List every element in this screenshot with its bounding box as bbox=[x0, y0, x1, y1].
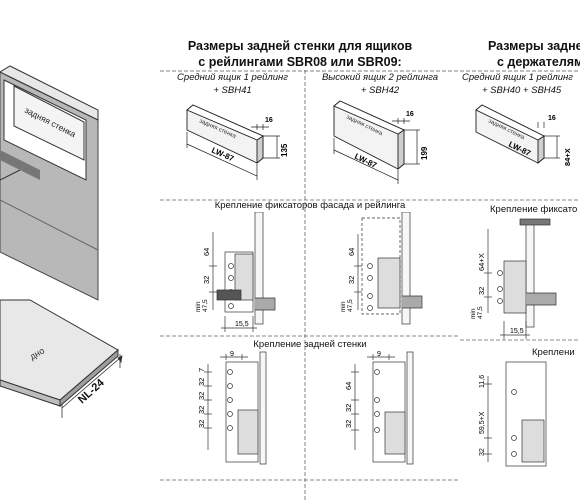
back-wall-far-right-depth: 16 bbox=[548, 115, 556, 122]
right-section-back-title: Креплени bbox=[532, 347, 575, 358]
dim-bl-32d: 32 bbox=[197, 420, 206, 428]
front-fixing-far-right-drawing: 64+X 32 min 47,5 15,5 bbox=[470, 218, 557, 339]
back-wall-far-right-height: 84+X bbox=[563, 148, 572, 166]
back-wall-right-height: 199 bbox=[420, 146, 429, 160]
dim-fr-64: 64 bbox=[347, 248, 356, 256]
back-wall-right-drawing: задняя стенка LW-87 199 16 bbox=[333, 100, 429, 184]
main-title-line2: с рейлингами SBR08 или SBR09: bbox=[198, 55, 402, 69]
right-title-line1: Размеры задней bbox=[488, 39, 580, 53]
dim-fr2-155: 15,5 bbox=[510, 328, 524, 335]
dim-br2-32: 32 bbox=[479, 448, 486, 456]
main-grid bbox=[160, 70, 460, 500]
right-title-line2: с держателям bbox=[497, 55, 580, 69]
dim-fr2-64x: 64+X bbox=[477, 253, 486, 271]
back-fixing-right-drawing: 9 64 32 32 bbox=[344, 351, 414, 465]
dim-br-32b: 32 bbox=[344, 420, 353, 428]
dim-fl-475: 47,5 bbox=[202, 299, 209, 312]
back-wall-left-height: 135 bbox=[280, 143, 289, 157]
dim-bl-32a: 32 bbox=[197, 378, 206, 386]
dim-fr2-32: 32 bbox=[477, 287, 486, 295]
back-fixing-left-drawing: 9 7 32 32 32 32 bbox=[197, 351, 267, 465]
dim-br2-116: 11,6 bbox=[479, 375, 486, 388]
dim-fl-min: min bbox=[195, 301, 202, 312]
dim-bl-32c: 32 bbox=[197, 406, 206, 414]
dim-fl-64: 64 bbox=[202, 248, 211, 256]
dim-bl-9: 9 bbox=[230, 351, 234, 358]
dim-fl-155: 15,5 bbox=[235, 321, 249, 328]
right-grid bbox=[460, 199, 580, 341]
dim-fl-32: 32 bbox=[202, 276, 211, 284]
main-title-line1: Размеры задней стенки для ящиков bbox=[187, 39, 413, 53]
front-fixing-left-drawing: 64 32 min 47,5 15,5 bbox=[195, 212, 276, 332]
dim-bl-7: 7 bbox=[197, 368, 206, 372]
dim-fr2-475: 47,5 bbox=[477, 306, 484, 319]
section-back-title: Крепление задней стенки bbox=[253, 339, 367, 350]
back-wall-left-depth: 16 bbox=[265, 117, 273, 124]
caption-right-line2: + SBH42 bbox=[360, 85, 400, 96]
section-front-title: Крепление фиксаторов фасада и рейлинга bbox=[214, 200, 406, 211]
caption-right-line1: Высокий ящик 2 рейлинга bbox=[321, 72, 439, 83]
dim-fr-475: 47,5 bbox=[347, 299, 354, 312]
caption-left-line1: Средний ящик 1 рейлинг bbox=[177, 72, 288, 83]
right-caption-line2: + SBH40 + SBH45 bbox=[482, 85, 562, 96]
dim-br2-595: 59,5+X bbox=[479, 411, 486, 434]
dim-br-32a: 32 bbox=[344, 404, 353, 412]
back-fixing-far-right-drawing: 11,6 59,5+X 32 bbox=[479, 361, 547, 467]
drawer-isometric-drawing: задняя стенка дно NL-24 bbox=[0, 65, 123, 418]
front-fixing-right-drawing: 64 32 min 47,5 bbox=[340, 212, 423, 325]
right-header-rule bbox=[460, 70, 580, 72]
back-wall-left-drawing: задняя стенка LW-87 135 16 bbox=[186, 104, 289, 180]
right-caption-line1: Средний ящик 1 рейлинг bbox=[462, 72, 573, 83]
back-wall-far-right-drawing: задняя стенка LW-87 84+X 16 bbox=[475, 104, 572, 166]
right-section-front-title: Крепление фиксато bbox=[490, 204, 578, 215]
dim-bl-32b: 32 bbox=[197, 392, 206, 400]
dim-fr-32: 32 bbox=[347, 276, 356, 284]
back-wall-right-depth: 16 bbox=[406, 111, 414, 118]
header-rule bbox=[160, 70, 460, 72]
dim-fr2-min: min bbox=[470, 308, 477, 319]
dim-fr-min: min bbox=[340, 301, 347, 312]
caption-left-line2: + SBH41 bbox=[213, 85, 252, 96]
dim-br-9: 9 bbox=[377, 351, 381, 358]
dim-br-64: 64 bbox=[344, 382, 353, 390]
